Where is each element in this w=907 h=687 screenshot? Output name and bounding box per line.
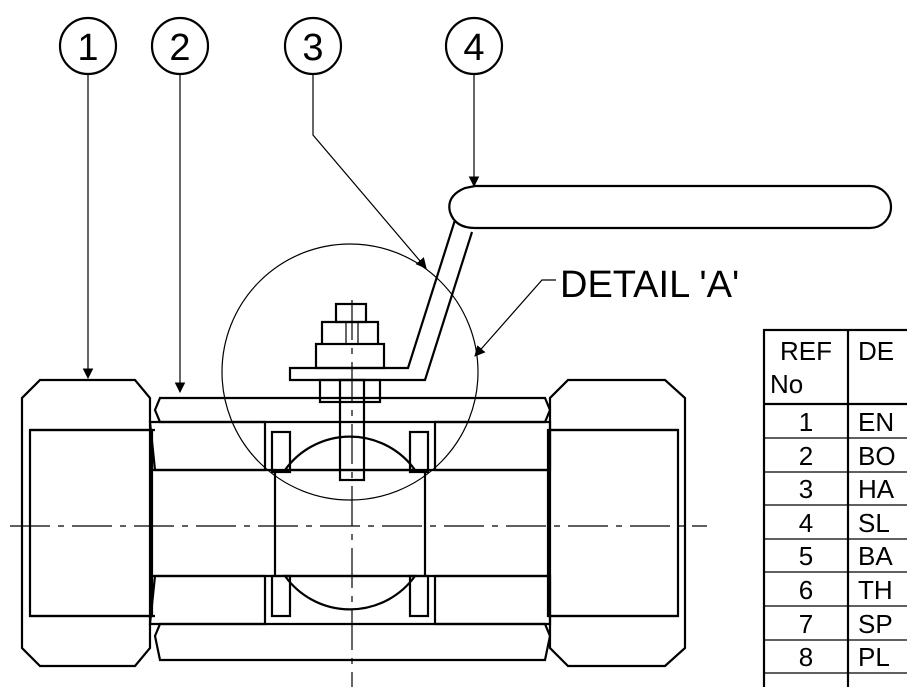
balloon-2: 2	[150, 16, 210, 76]
left-end-connector	[20, 378, 155, 668]
balloon-2-label: 2	[169, 27, 190, 69]
table-row-ref: 1	[799, 407, 813, 437]
balloon-3: 3	[283, 16, 343, 76]
table-row-ref: 7	[799, 609, 813, 639]
seat-left-bottom	[270, 574, 292, 618]
table-row-desc: PL	[858, 642, 890, 672]
table-row-desc: SL	[858, 508, 890, 538]
table-row-ref: 2	[799, 441, 813, 471]
table-row-desc: SP	[858, 609, 893, 639]
right-end-connector	[546, 378, 687, 668]
table-row-ref: 3	[799, 474, 813, 504]
detail-a-label: DETAIL 'A'	[560, 264, 739, 306]
ball	[273, 435, 427, 611]
table-header-ref-sub: No	[770, 369, 803, 399]
table-row-desc: EN	[858, 407, 894, 437]
table-row-desc: TH	[858, 575, 893, 605]
table-row-desc: HA	[858, 474, 895, 504]
table-header-ref: REF	[780, 336, 832, 366]
balloon-4: 4	[444, 16, 504, 76]
seat-right-top	[408, 430, 430, 474]
balloon-1: 1	[58, 16, 118, 76]
parts-table: REF No DE 1 EN 2 BO 3 HA 4 SL 5 BA 6 TH …	[762, 328, 907, 687]
handle	[288, 184, 893, 382]
balloon-1-label: 1	[77, 27, 98, 69]
table-row-desc: BO	[858, 441, 896, 471]
table-row-ref: 5	[799, 541, 813, 571]
table-row-ref: 8	[799, 642, 813, 672]
detail-a-circle	[221, 243, 479, 501]
balloon-3-label: 3	[302, 27, 323, 69]
table-header-desc: DE	[858, 336, 894, 366]
leader-3	[312, 74, 427, 269]
seat-right-bottom	[408, 574, 430, 618]
table-row-ref: 4	[799, 508, 813, 538]
seat-left-top	[270, 430, 292, 474]
leader-detail-a	[474, 279, 556, 357]
balloon-4-label: 4	[463, 27, 484, 69]
stem-and-nut	[314, 302, 386, 482]
table-row-ref: 6	[799, 575, 813, 605]
table-row-desc: BA	[858, 541, 893, 571]
